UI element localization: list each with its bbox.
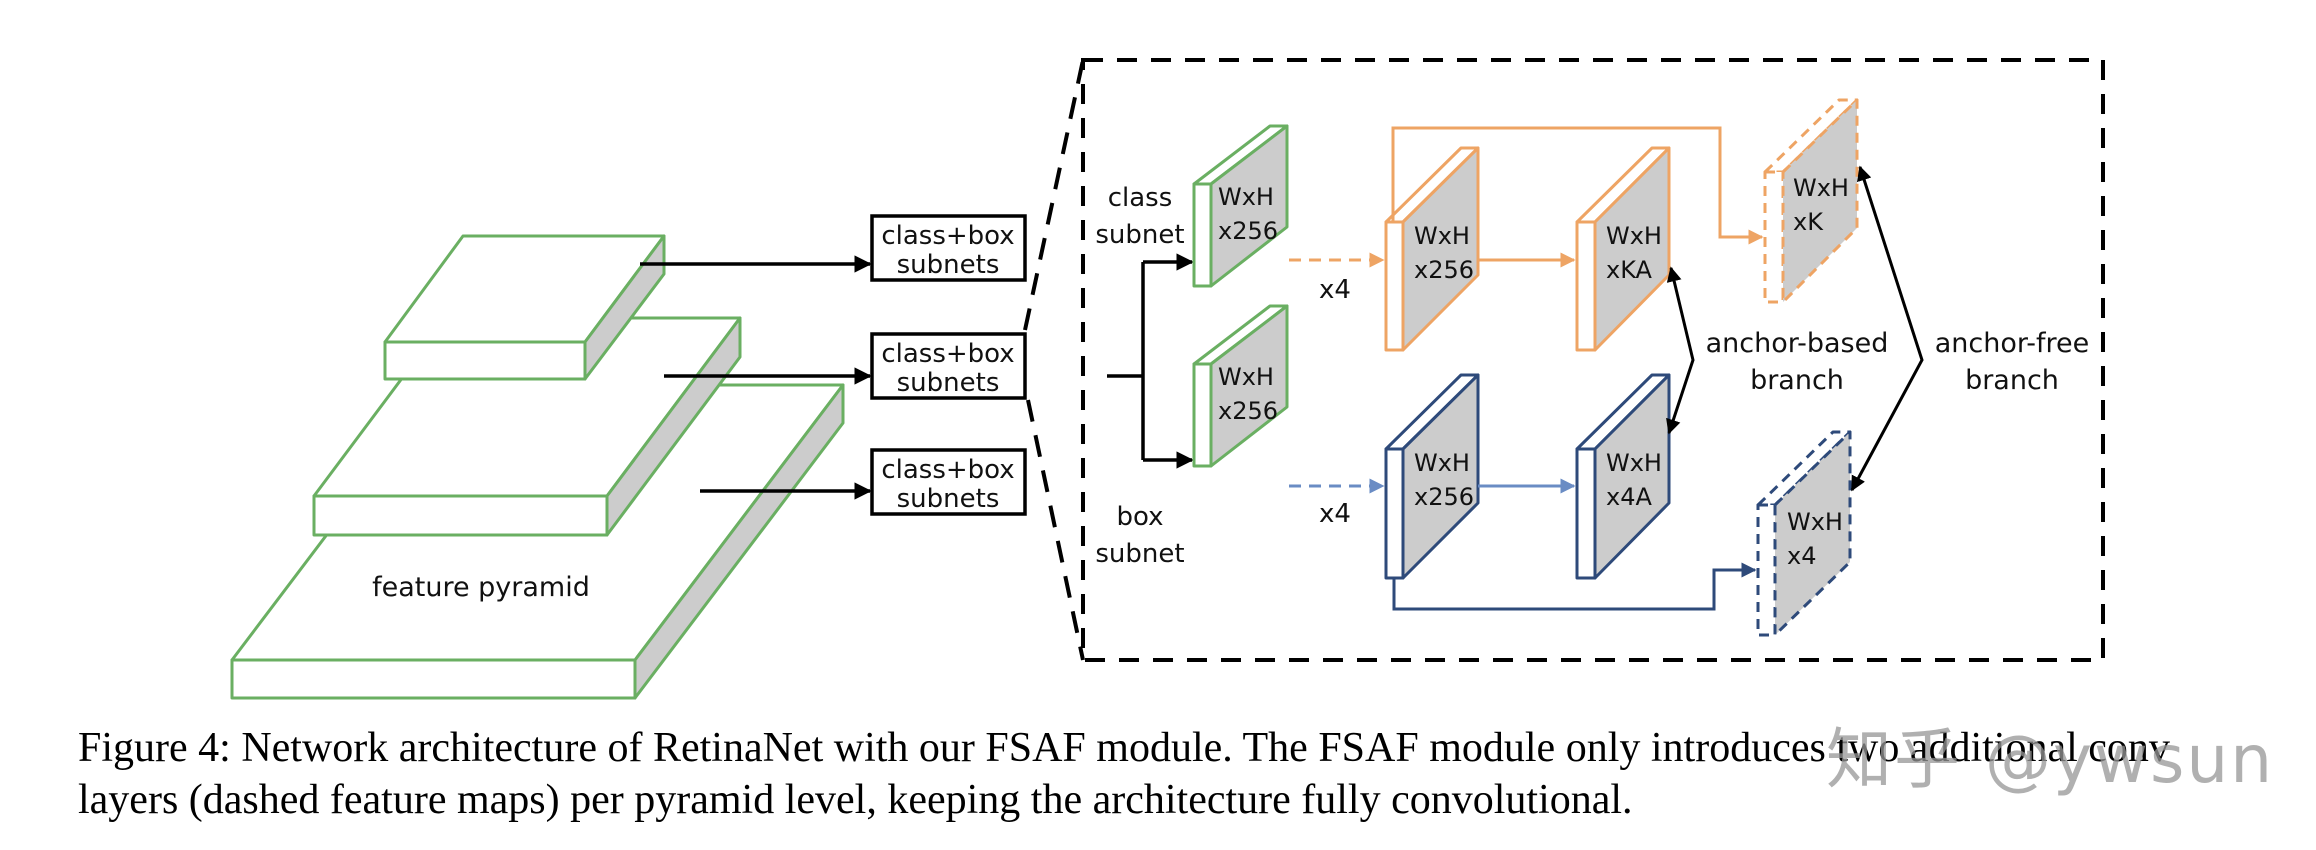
box-repeat-label: x4 xyxy=(1319,499,1351,529)
svg-text:x256: x256 xyxy=(1218,397,1278,425)
anchor-free-double-arrow xyxy=(1850,165,1924,492)
svg-text:x256: x256 xyxy=(1218,217,1278,245)
blue-skip-path xyxy=(1392,562,1757,611)
blue-feature-map-x256: WxH x256 xyxy=(1384,373,1480,580)
svg-text:WxH: WxH xyxy=(1787,508,1843,536)
anchor-based-label-2: branch xyxy=(1750,365,1844,396)
subnet-box: class+box subnets xyxy=(870,332,1027,400)
svg-text:x4A: x4A xyxy=(1606,483,1652,511)
anchor-based-double-arrow xyxy=(1666,266,1695,435)
orange-anchor-free-feature-map: WxH xK xyxy=(1763,98,1859,304)
subnet-box: class+box subnets xyxy=(870,448,1027,516)
svg-text:x256: x256 xyxy=(1414,483,1474,511)
svg-text:WxH: WxH xyxy=(1606,222,1662,250)
svg-text:subnets: subnets xyxy=(897,250,1000,280)
zoom-line-bottom xyxy=(1026,399,1085,661)
green-box-feature-map: WxH x256 xyxy=(1192,304,1289,468)
orange-skip-path xyxy=(1391,126,1764,245)
watermark: 知乎 @ywsun xyxy=(1826,721,2275,798)
split-connector xyxy=(1107,253,1194,469)
box-subnet-label-2: subnet xyxy=(1095,539,1184,569)
svg-text:xKA: xKA xyxy=(1606,256,1653,284)
class-repeat-label: x4 xyxy=(1319,275,1351,305)
zoom-line-top xyxy=(1023,59,1085,331)
class-subnet-label: class xyxy=(1108,183,1173,213)
box-subnet-label: box xyxy=(1117,502,1164,532)
blue-feature-map-x4A: WxH x4A xyxy=(1575,373,1671,580)
svg-text:WxH: WxH xyxy=(1218,183,1274,211)
svg-text:xK: xK xyxy=(1793,208,1824,236)
svg-text:WxH: WxH xyxy=(1606,449,1662,477)
svg-text:x4: x4 xyxy=(1787,542,1816,570)
class-subnet-label-2: subnet xyxy=(1095,220,1184,250)
anchor-free-label-2: branch xyxy=(1965,365,2059,396)
svg-text:class+box: class+box xyxy=(881,455,1014,485)
feature-pyramid-label: feature pyramid xyxy=(372,572,590,603)
svg-text:WxH: WxH xyxy=(1414,222,1470,250)
anchor-based-label: anchor-based xyxy=(1706,328,1889,359)
subnet-box: class+box subnets xyxy=(870,214,1027,282)
orange-feature-map-xKA: WxH xKA xyxy=(1575,146,1671,352)
figure-caption: Figure 4: Network architecture of Retina… xyxy=(78,722,2278,826)
anchor-free-label: anchor-free xyxy=(1935,328,2090,359)
detail-frame xyxy=(1081,58,2105,662)
caption-line-2: layers (dashed feature maps) per pyramid… xyxy=(78,777,1633,823)
svg-text:x256: x256 xyxy=(1414,256,1474,284)
svg-text:subnets: subnets xyxy=(897,368,1000,398)
orange-feature-map-x256: WxH x256 xyxy=(1384,146,1480,352)
svg-text:class+box: class+box xyxy=(881,221,1014,251)
blue-anchor-free-feature-map: WxH x4 xyxy=(1756,430,1852,637)
svg-text:WxH: WxH xyxy=(1793,174,1849,202)
svg-text:WxH: WxH xyxy=(1218,363,1274,391)
green-class-feature-map: WxH x256 xyxy=(1192,124,1289,288)
svg-text:class+box: class+box xyxy=(881,339,1014,369)
pyramid-level-top xyxy=(383,234,666,381)
caption-line-1: Figure 4: Network architecture of Retina… xyxy=(78,725,2170,771)
svg-text:subnets: subnets xyxy=(897,484,1000,514)
svg-text:WxH: WxH xyxy=(1414,449,1470,477)
